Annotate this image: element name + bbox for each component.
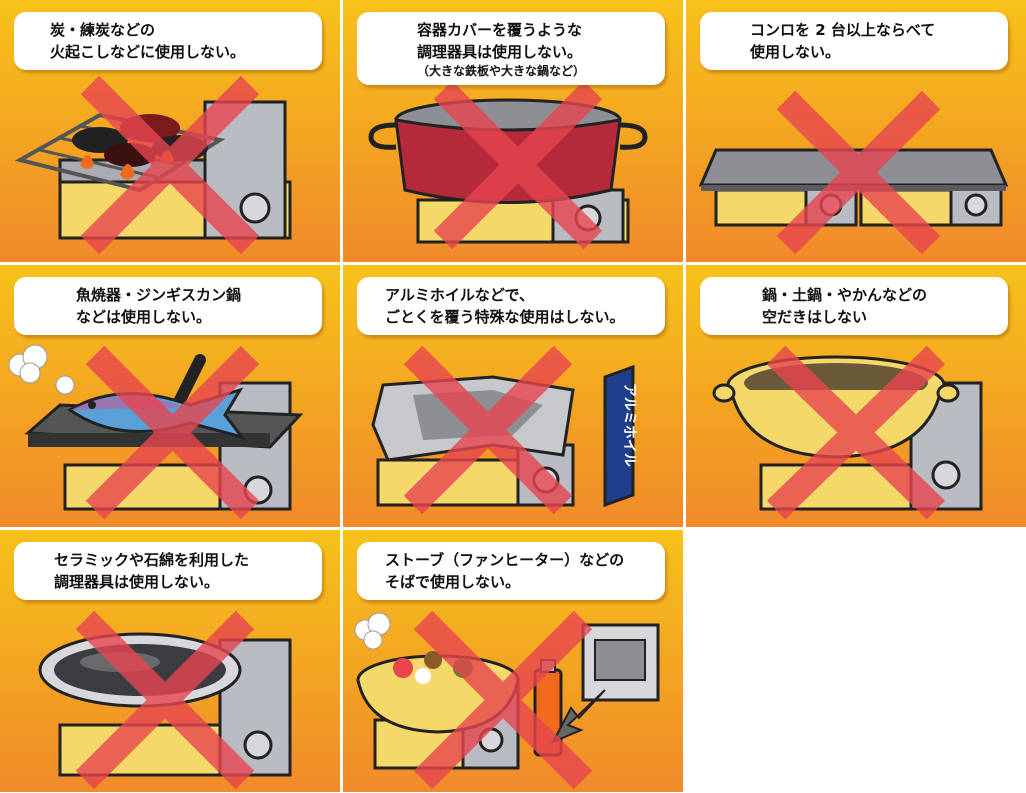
caption-line-2: などは使用しない。	[76, 308, 212, 326]
steam-icon	[354, 612, 391, 650]
steam-icon	[8, 344, 75, 395]
caption-line-1: 魚焼器・ジンギスカン鍋	[76, 286, 242, 304]
panel-near-heater: ストーブ（ファンヒーター）などの そばで使用しない。	[343, 530, 683, 792]
panel-charcoal: 炭・練炭などの 火起こしなどに使用しない。	[0, 0, 340, 262]
prohibited-x-icon	[403, 345, 573, 515]
caption-line-1: コンロを 2 台以上ならべて	[750, 21, 936, 39]
caption-bubble: アルミホイルなどで、 ごとくを覆う特殊な使用はしない。	[357, 277, 665, 335]
panel-large-pan: 容器カバーを覆うような 調理器具は使用しない。 （大きな鉄板や大きな鍋など）	[343, 0, 683, 262]
caption-line-2: 火起こしなどに使用しない。	[50, 43, 246, 61]
caption-bubble: 炭・練炭などの 火起こしなどに使用しない。	[14, 12, 322, 70]
caption-line-2: ごとくを覆う特殊な使用はしない。	[385, 308, 625, 326]
prohibited-x-icon	[85, 345, 260, 520]
caption-line-2: 使用しない。	[750, 43, 841, 61]
prohibited-x-icon	[80, 75, 260, 255]
caption-bubble: セラミックや石綿を利用した 調理器具は使用しない。	[14, 542, 322, 600]
caption-bubble: 魚焼器・ジンギスカン鍋 などは使用しない。	[14, 277, 322, 335]
caption-line-1: 鍋・土鍋・やかんなどの	[762, 286, 928, 304]
caption-bubble: 鍋・土鍋・やかんなどの 空だきはしない	[700, 277, 1008, 335]
panel-ceramic-stone: セラミックや石綿を利用した 調理器具は使用しない。	[0, 530, 340, 792]
foil-box-icon: アルミホイル	[603, 364, 637, 508]
caption-bubble: ストーブ（ファンヒーター）などの そばで使用しない。	[357, 542, 665, 600]
prohibited-x-icon	[766, 345, 946, 520]
caption-line-1: 容器カバーを覆うような	[417, 21, 583, 39]
caption-bubble: 容器カバーを覆うような 調理器具は使用しない。 （大きな鉄板や大きな鍋など）	[357, 12, 665, 85]
caption-line-2: 調理器具は使用しない。	[54, 573, 220, 591]
panel-empty-heating: 鍋・土鍋・やかんなどの 空だきはしない	[686, 265, 1026, 527]
caption-bubble: コンロを 2 台以上ならべて 使用しない。	[700, 12, 1008, 70]
prohibited-x-icon	[413, 610, 593, 790]
prohibited-x-icon	[776, 90, 941, 255]
caption-line-2: 空だきはしない	[762, 308, 868, 326]
prohibited-x-icon	[75, 610, 255, 790]
caption-line-1: セラミックや石綿を利用した	[54, 551, 250, 569]
caption-line-1: 炭・練炭などの	[50, 21, 156, 39]
panel-fish-grill: 魚焼器・ジンギスカン鍋 などは使用しない。	[0, 265, 340, 527]
prohibited-x-icon	[433, 80, 603, 250]
caption-line-2: 調理器具は使用しない。	[417, 43, 583, 61]
caption-line-1: アルミホイルなどで、	[385, 286, 534, 304]
caption-note: （大きな鉄板や大きな鍋など）	[417, 64, 586, 78]
caption-line-2: そばで使用しない。	[385, 573, 521, 591]
panel-two-stoves: コンロを 2 台以上ならべて 使用しない。	[686, 0, 1026, 262]
heater-icon	[581, 623, 660, 702]
panel-aluminum-foil: アルミホイル アルミホイルなどで、 ごとくを覆う特殊な使用はしない。	[343, 265, 683, 527]
foil-box-label: アルミホイル	[621, 383, 637, 467]
caption-line-1: ストーブ（ファンヒーター）などの	[385, 551, 625, 569]
